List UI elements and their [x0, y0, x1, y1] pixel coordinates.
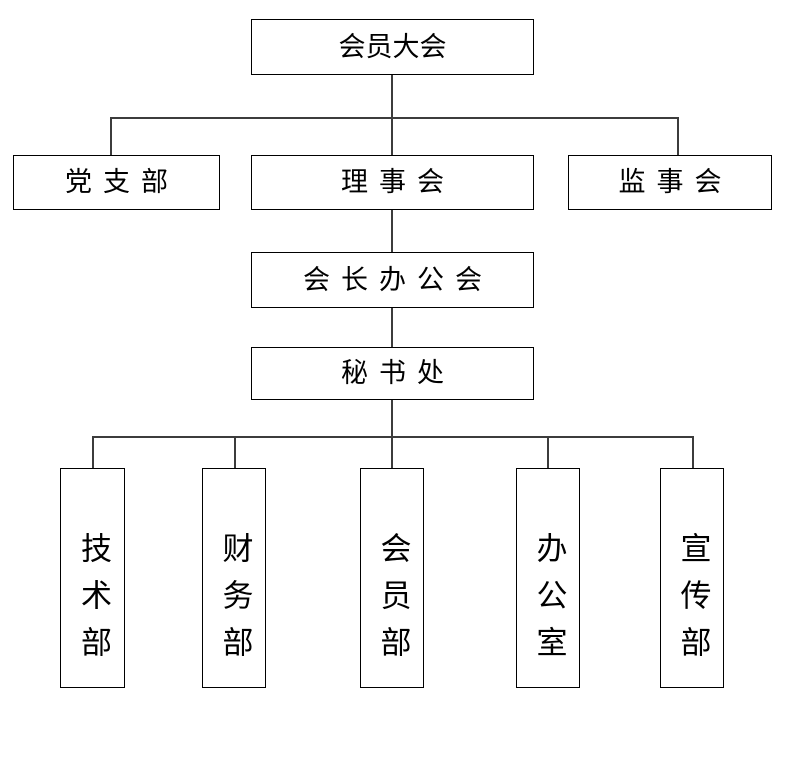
node-label-secretariat: 秘书处 — [341, 358, 455, 389]
connector-level2-bus — [110, 117, 678, 119]
node-label-administrative-office: 办公室 — [530, 532, 567, 673]
node-party-branch[interactable]: 党支部 — [13, 155, 220, 210]
connector-assembly-down — [391, 74, 393, 118]
connector-to-finance-department — [234, 436, 236, 469]
node-board-of-supervisors[interactable]: 监事会 — [568, 155, 772, 210]
node-technology-department[interactable]: 技术部 — [60, 468, 125, 688]
node-label-board-of-supervisors: 监事会 — [618, 167, 733, 198]
node-label-council: 理事会 — [341, 167, 455, 198]
node-presidents-office-meeting[interactable]: 会长办公会 — [251, 252, 534, 308]
connector-secretariat-down — [391, 399, 393, 437]
connector-to-technology-department — [92, 436, 94, 469]
connector-to-board-of-supervisors — [677, 117, 679, 156]
connector-to-party-branch — [110, 117, 112, 156]
connector-to-membership-department — [391, 436, 393, 469]
node-label-presidents-office-meeting: 会长办公会 — [303, 264, 493, 296]
connector-to-publicity-department — [692, 436, 694, 469]
node-label-membership-department: 会员部 — [374, 532, 411, 673]
node-label-finance-department: 财务部 — [216, 532, 253, 673]
node-publicity-department[interactable]: 宣传部 — [660, 468, 724, 688]
node-finance-department[interactable]: 财务部 — [202, 468, 266, 688]
connector-council-to-office-meeting — [391, 209, 393, 253]
connector-office-meeting-to-secretariat — [391, 307, 393, 348]
node-label-party-branch: 党支部 — [65, 167, 179, 198]
node-label-publicity-department: 宣传部 — [674, 532, 711, 673]
connector-to-administrative-office — [547, 436, 549, 469]
node-administrative-office[interactable]: 办公室 — [516, 468, 580, 688]
node-label-technology-department: 技术部 — [75, 532, 111, 673]
node-secretariat[interactable]: 秘书处 — [251, 347, 534, 400]
node-membership-department[interactable]: 会员部 — [360, 468, 424, 688]
node-general-assembly[interactable]: 会员大会 — [251, 19, 534, 75]
connector-to-council — [391, 117, 393, 156]
node-label-general-assembly: 会员大会 — [338, 31, 447, 63]
node-council[interactable]: 理事会 — [251, 155, 534, 210]
